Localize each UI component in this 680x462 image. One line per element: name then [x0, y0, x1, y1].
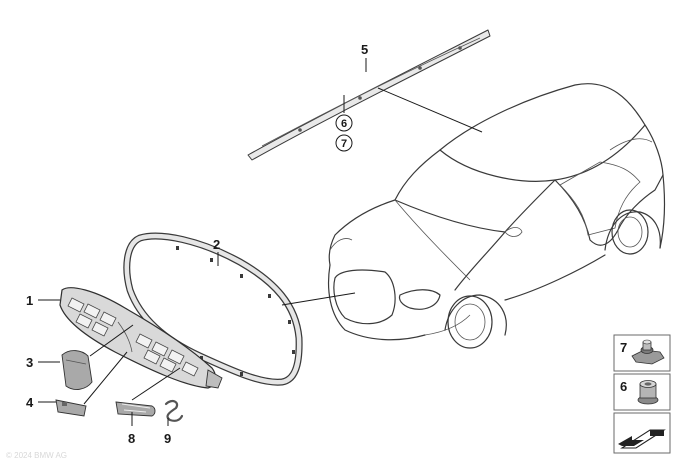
- roof-trim-strip[interactable]: [247, 29, 491, 161]
- car-outline: [327, 83, 666, 349]
- callout-7: 7: [341, 138, 347, 150]
- callout-8: 8: [128, 431, 135, 446]
- thumbnail-6[interactable]: 6: [613, 373, 671, 411]
- thumbnail-7[interactable]: 7: [613, 334, 671, 372]
- spring-clip[interactable]: [164, 399, 184, 422]
- push-clip-icon: [637, 380, 659, 405]
- leader-lines: [38, 58, 483, 426]
- callout-6-circle: [335, 114, 353, 132]
- mounting-bracket[interactable]: [55, 399, 87, 417]
- thumbnail-arrow[interactable]: [613, 412, 671, 454]
- callout-3: 3: [26, 355, 33, 370]
- watermark: © 2024 BMW AG: [6, 451, 67, 460]
- callout-6: 6: [341, 118, 347, 130]
- hex-nut-rivet-icon: [631, 339, 665, 365]
- svg-text:7: 7: [620, 340, 627, 355]
- callout-2: 2: [213, 237, 220, 252]
- direction-arrow-icon: [618, 429, 666, 449]
- grille-frame-surround[interactable]: [123, 232, 303, 386]
- callout-1: 1: [26, 293, 33, 308]
- emblem-badge[interactable]: [115, 401, 156, 417]
- callout-7-circle: [335, 134, 353, 152]
- svg-text:6: 6: [620, 379, 627, 394]
- callout-9: 9: [164, 431, 171, 446]
- radiator-grille[interactable]: [59, 287, 223, 389]
- callout-labels: 5 6 7 2 1 3 4 8 9: [26, 42, 368, 446]
- callout-4: 4: [26, 395, 34, 410]
- callout-5: 5: [361, 42, 368, 57]
- cover-flap[interactable]: [61, 350, 93, 390]
